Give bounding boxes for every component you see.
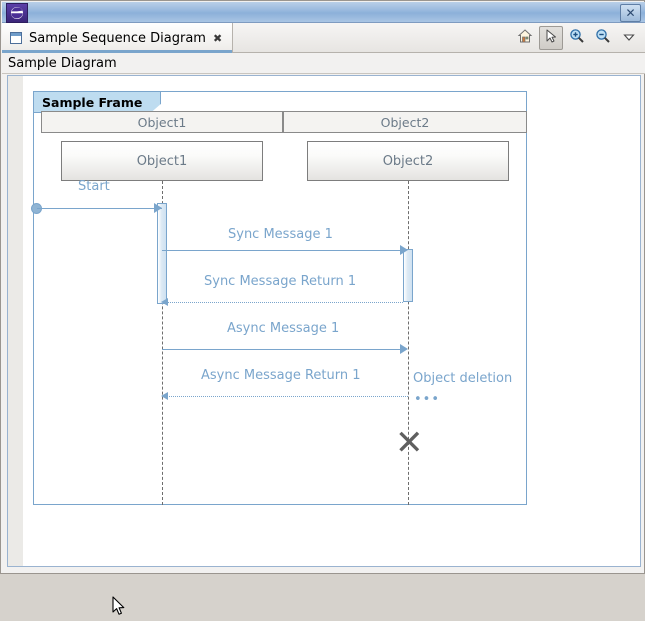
destruction-mark-icon[interactable]: ✕ [395, 423, 424, 463]
breadcrumb: Sample Diagram [2, 53, 645, 74]
mouse-cursor [112, 596, 126, 617]
window-title-bar: ✕ [2, 2, 645, 23]
tab-close-icon[interactable]: ✖ [212, 31, 223, 45]
lifeline-head-object1[interactable]: Object1 [61, 141, 263, 181]
execution-bar-object2[interactable] [403, 249, 413, 302]
close-icon: ✕ [625, 6, 636, 20]
message-label-sync-return-1: Sync Message Return 1 [204, 274, 357, 289]
header-box-object1[interactable]: Object1 [41, 111, 283, 133]
zoom-in-button[interactable] [565, 26, 589, 50]
object-deletion-dots: ••• [414, 392, 441, 407]
lifeline-object2[interactable] [408, 181, 409, 505]
tab-label: Sample Sequence Diagram [29, 30, 206, 46]
message-line-async-return-1[interactable] [167, 396, 408, 397]
lifeline-head-object2-label: Object2 [382, 153, 434, 169]
message-arrowhead-async-1 [400, 344, 408, 354]
home-icon [517, 28, 533, 48]
message-arrowhead-sync-1 [400, 245, 408, 255]
header-box-object2-label: Object2 [380, 114, 430, 130]
window-close-button[interactable]: ✕ [620, 4, 641, 22]
breadcrumb-label: Sample Diagram [8, 55, 117, 71]
select-tool-icon [543, 28, 559, 48]
eclipse-logo-icon [6, 3, 28, 23]
message-arrowhead-sync-return-1 [161, 298, 168, 306]
zoom-out-icon [595, 28, 611, 48]
execution-bar-object1[interactable] [157, 203, 167, 304]
message-arrowhead-async-return-1 [161, 392, 168, 400]
editor-tab-bar: Sample Sequence Diagram ✖ [2, 23, 645, 53]
message-label-async-return-1: Async Message Return 1 [201, 368, 361, 383]
zoom-out-button[interactable] [591, 26, 615, 50]
chevron-down-icon [622, 29, 636, 48]
lifeline-head-object1-label: Object1 [136, 153, 188, 169]
message-line-sync-1[interactable] [162, 250, 403, 251]
message-line-async-1[interactable] [162, 349, 403, 350]
select-tool-button[interactable] [539, 26, 563, 50]
toolbar-overflow-button[interactable] [617, 26, 641, 50]
lifeline-object1[interactable] [162, 181, 163, 505]
diagram-canvas[interactable]: Sample Frame Object1 Object2 Object1 Obj… [25, 76, 640, 566]
lifeline-head-object2[interactable]: Object2 [307, 141, 509, 181]
zoom-in-icon [569, 28, 585, 48]
diagram-file-icon [10, 32, 22, 44]
header-box-object2[interactable]: Object2 [283, 111, 527, 133]
diagram-toolbar [513, 26, 641, 50]
message-line-sync-return-1[interactable] [167, 302, 403, 303]
message-arrowhead-start [154, 203, 162, 213]
header-box-object1-label: Object1 [137, 114, 187, 130]
message-label-start: Start [78, 179, 110, 194]
object-deletion-label: Object deletion [413, 371, 513, 386]
tab-sample-sequence-diagram[interactable]: Sample Sequence Diagram ✖ [2, 23, 234, 53]
message-label-async-1: Async Message 1 [227, 321, 340, 336]
home-button[interactable] [513, 26, 537, 50]
message-label-sync-1: Sync Message 1 [228, 227, 333, 242]
message-line-start[interactable] [37, 208, 162, 209]
diagram-editor[interactable]: Sample Frame Object1 Object2 Object1 Obj… [7, 75, 641, 615]
editor-left-ruler [8, 76, 24, 566]
sequence-frame-label: Sample Frame [34, 92, 161, 113]
